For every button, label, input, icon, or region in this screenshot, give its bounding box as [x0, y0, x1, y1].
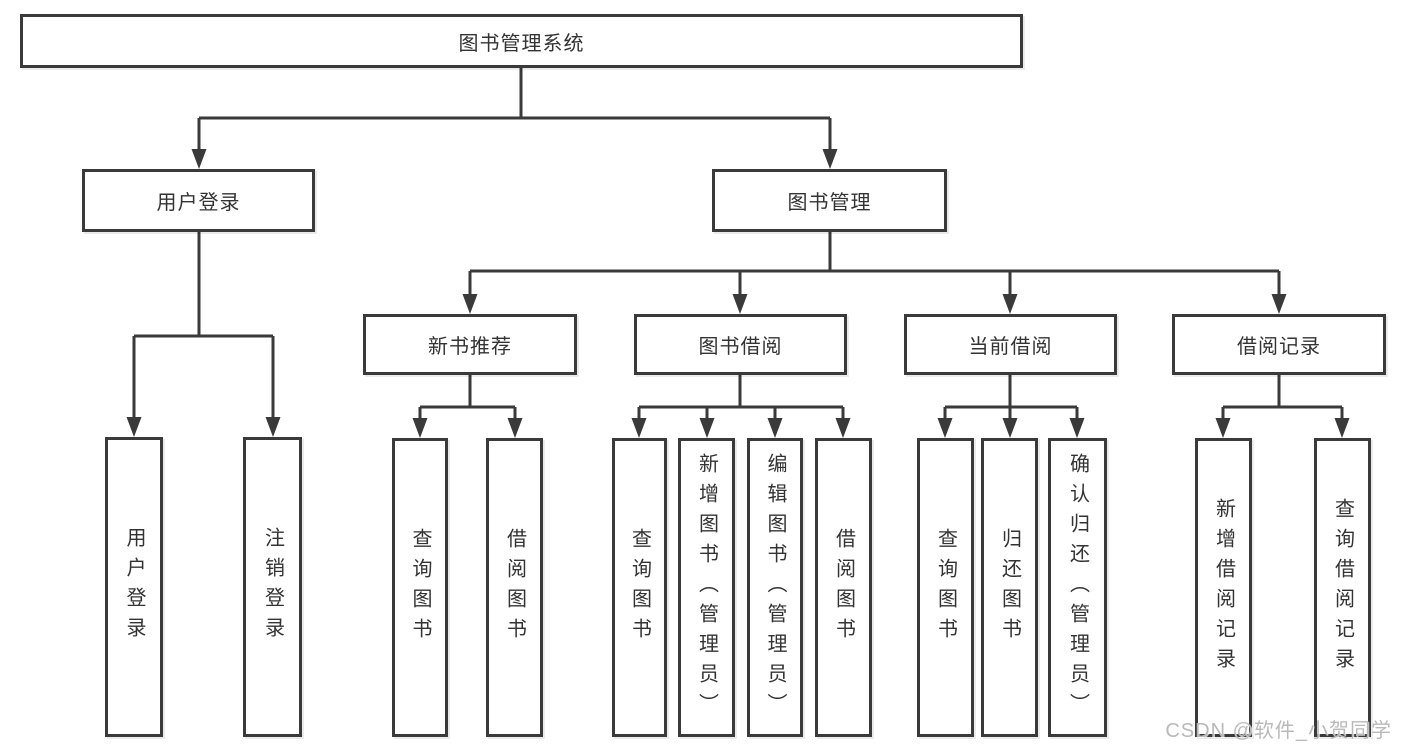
leaf-return-books: 归还图书	[981, 438, 1038, 737]
leaf-add-books-admin: 新增图书（管理员）	[678, 438, 735, 737]
csdn-watermark: CSDN @软件_小贺同学	[1165, 720, 1392, 742]
leaf-borrow-books-2: 借阅图书	[815, 438, 872, 737]
leaf-borrow-books-1: 借阅图书	[486, 438, 543, 737]
node-new-book-recommend: 新书推荐	[363, 314, 577, 375]
leaf-edit-books-admin: 编辑图书（管理员）	[747, 438, 803, 737]
leaf-add-borrow-record: 新增借阅记录	[1195, 438, 1252, 737]
leaf-query-books-3: 查询图书	[917, 438, 974, 737]
node-root: 图书管理系统	[20, 14, 1023, 68]
node-borrow-records: 借阅记录	[1172, 314, 1386, 375]
leaf-query-borrow-record: 查询借阅记录	[1314, 438, 1371, 737]
leaf-query-books-1: 查询图书	[392, 438, 448, 737]
node-user-login: 用户登录	[82, 169, 315, 232]
leaf-query-books-2: 查询图书	[612, 438, 667, 737]
node-book-management: 图书管理	[712, 169, 947, 232]
leaf-logout: 注销登录	[243, 437, 302, 737]
leaf-user-login: 用户登录	[105, 437, 163, 737]
node-current-borrow: 当前借阅	[904, 314, 1117, 375]
leaf-confirm-return-admin: 确认归还（管理员）	[1048, 438, 1107, 737]
node-book-borrow: 图书借阅	[634, 314, 847, 375]
